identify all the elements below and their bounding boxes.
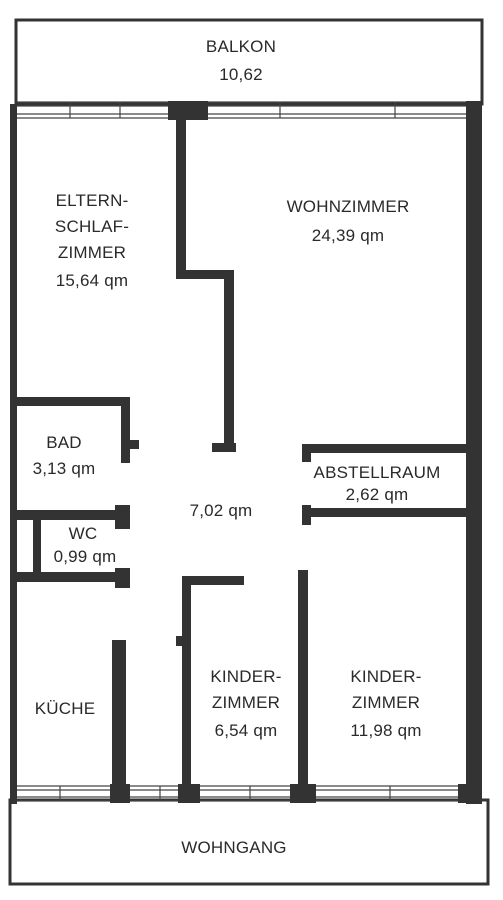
kinder2-line2: ZIMMER	[352, 693, 420, 712]
kinder1-area: 6,54 qm	[215, 721, 278, 740]
eltern-line3: ZIMMER	[58, 243, 126, 262]
balkon-name: BALKON	[206, 37, 276, 56]
abstellraum-name: ABSTELLRAUM	[314, 463, 441, 482]
abstellraum-area: 2,62 qm	[346, 485, 409, 504]
interior-walls	[17, 118, 466, 790]
left-exterior-wall	[10, 104, 17, 804]
balkon-area: 10,62	[219, 65, 263, 84]
right-exterior-wall	[466, 104, 482, 804]
wall-wc-left	[33, 520, 41, 574]
bad-name: BAD	[46, 433, 82, 452]
eltern-line2: SCHLAF-	[55, 217, 129, 236]
wall-bad-wc	[17, 510, 130, 520]
balcony-outline	[14, 18, 484, 106]
kinder2-area: 11,98 qm	[350, 721, 421, 740]
wall-jog	[176, 270, 234, 279]
wall-wc-kueche	[17, 572, 130, 582]
wohnzimmer-name: WOHNZIMMER	[287, 197, 410, 216]
kinder2-line1: KINDER-	[350, 667, 421, 686]
flur-area: 7,02 qm	[190, 501, 253, 520]
wall-bad-door-jamb	[121, 397, 130, 463]
corridor-outline	[8, 798, 490, 886]
kinder1-line1: KINDER-	[210, 667, 281, 686]
eltern-line1: ELTERN-	[56, 191, 129, 210]
wall-eltern-bad	[17, 397, 130, 406]
kueche-name: KÜCHE	[35, 699, 96, 718]
bad-area: 3,13 qm	[33, 459, 96, 478]
wohnzimmer-area: 24,39 qm	[312, 226, 384, 245]
wall-kinder-partition	[298, 570, 308, 786]
top-pillar	[168, 101, 208, 120]
wall-eltern-wohn-lower	[224, 270, 234, 450]
wc-area: 0,99 qm	[54, 547, 117, 566]
wall-kueche-flur	[112, 640, 126, 790]
wall-abstellraum-top	[302, 444, 466, 453]
wc-name: WC	[69, 524, 98, 543]
top-window-band	[17, 101, 482, 120]
wall-kinder1-left	[182, 576, 191, 786]
kinder1-line2: ZIMMER	[212, 693, 280, 712]
outer-walls	[8, 18, 490, 886]
wall-kinder1-top	[182, 576, 244, 585]
eltern-area: 15,64 qm	[56, 271, 128, 290]
wall-eltern-wohn-upper	[176, 118, 186, 276]
wohngang-name: WOHNGANG	[181, 838, 286, 857]
wall-abstellraum-bottom	[302, 508, 466, 517]
room-labels: BALKON 10,62 ELTERN- SCHLAF- ZIMMER 15,6…	[33, 37, 441, 857]
